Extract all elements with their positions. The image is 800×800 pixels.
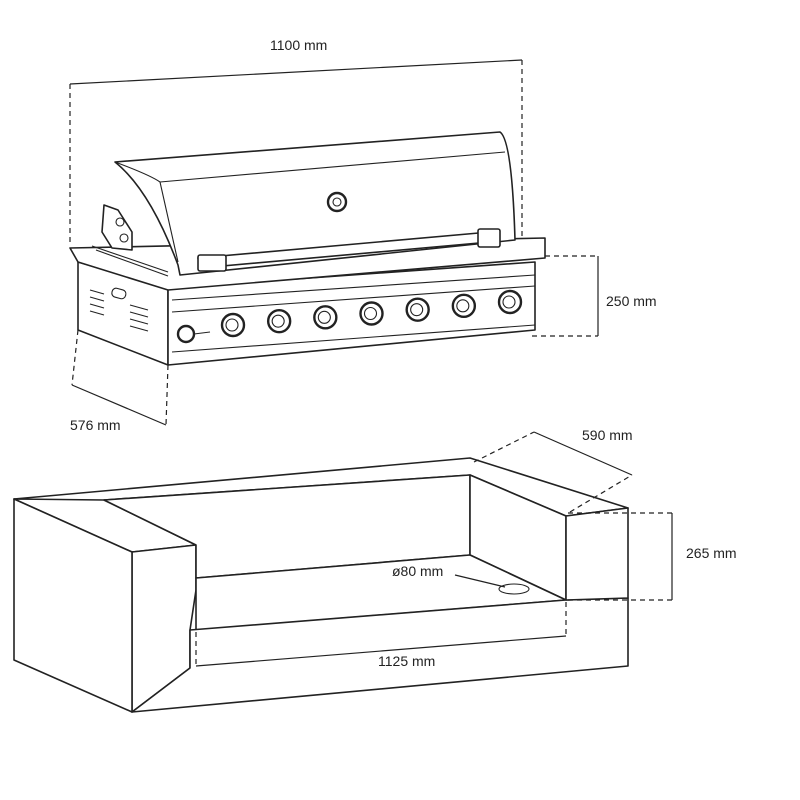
bbq-grill-drawing	[69, 59, 599, 426]
grill-control-panel	[167, 261, 536, 366]
burner-knob	[220, 312, 246, 338]
grill-width-label: 1100 mm	[270, 37, 327, 53]
width-dimension-line	[69, 59, 523, 245]
height-dimension-line	[532, 255, 599, 337]
side-vent	[89, 287, 149, 332]
hood-handle	[197, 228, 501, 272]
depth-dimension-line	[71, 329, 169, 426]
cutout-width-label: 1125 mm	[378, 653, 435, 669]
grill-depth-label: 576 mm	[70, 417, 121, 433]
cutout-depth-label: 590 mm	[582, 427, 633, 443]
cutout-enclosure-drawing	[13, 431, 673, 713]
cutout-depth-dimension-line	[473, 431, 633, 513]
side-grate	[91, 245, 169, 277]
burner-knob	[497, 289, 523, 315]
cutout-height-dimension-line	[568, 512, 673, 601]
burner-knob	[313, 305, 338, 330]
grill-height-label: 250 mm	[606, 293, 657, 309]
vent-diameter-label: ø80 mm	[392, 563, 443, 579]
thermometer-icon	[326, 191, 348, 213]
burner-knob	[405, 297, 430, 322]
cutout-width-dimension-line	[195, 602, 567, 668]
burner-knobs	[220, 289, 523, 338]
ignition-button	[176, 324, 211, 344]
hood-hinge	[101, 204, 133, 251]
burner-knob	[359, 301, 384, 326]
vent-hole	[498, 583, 530, 595]
burner-knob	[451, 293, 477, 319]
cutout-height-label: 265 mm	[686, 545, 737, 561]
burner-knob	[266, 308, 292, 334]
